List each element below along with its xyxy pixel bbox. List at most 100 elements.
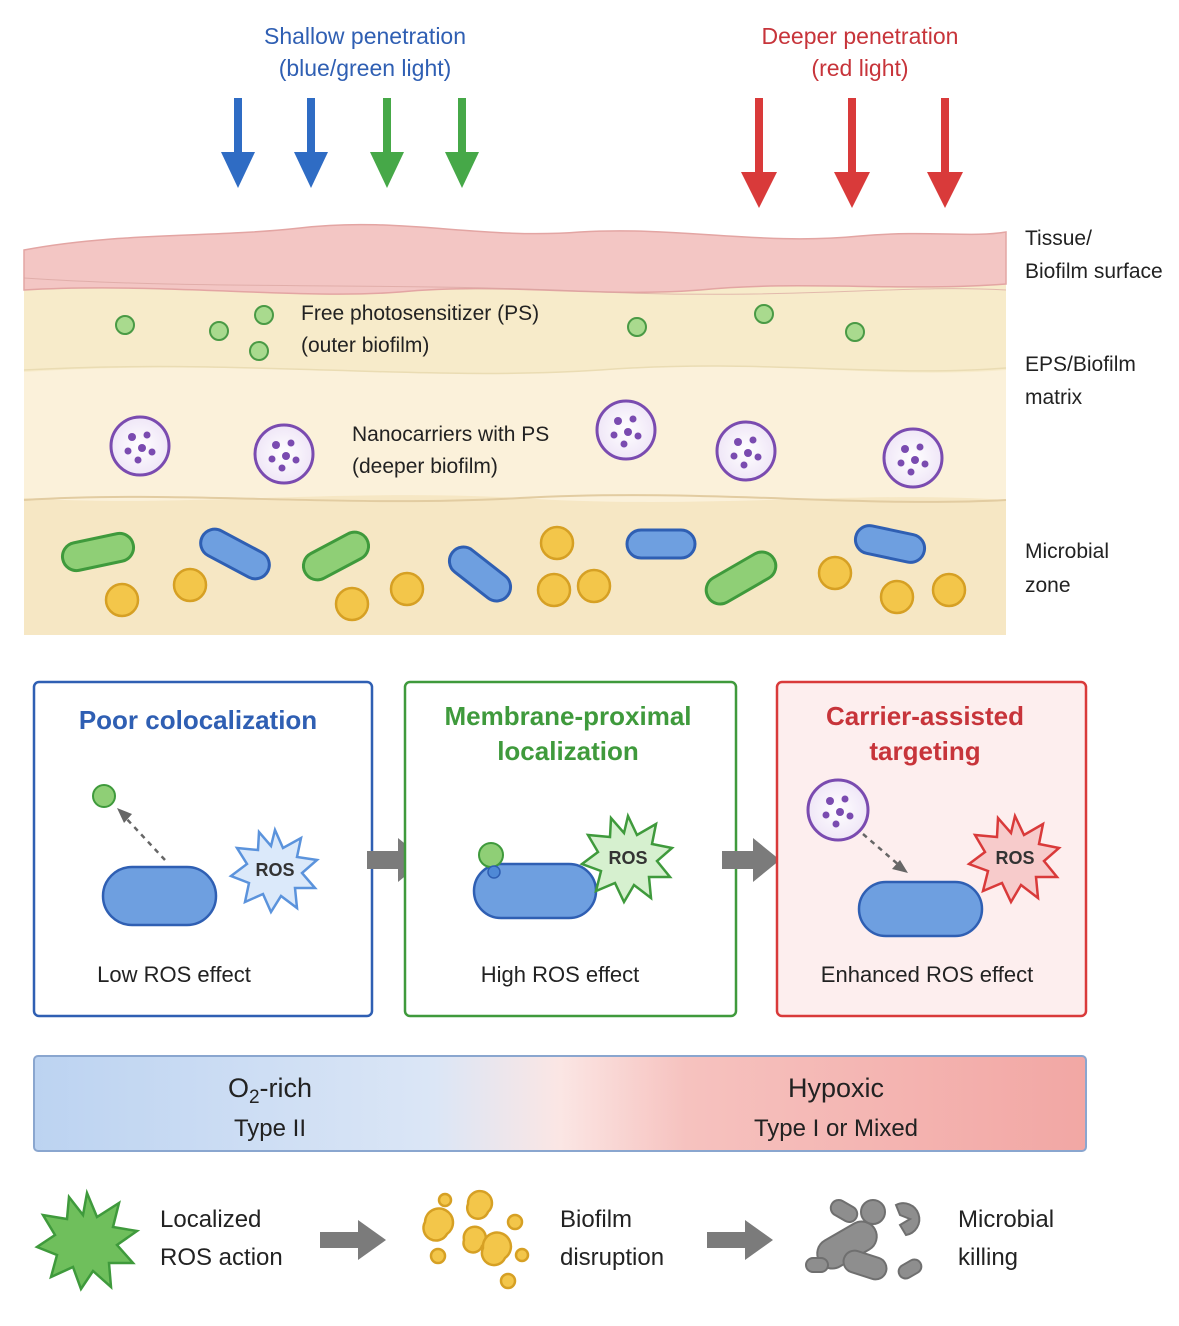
step3-label-line2: killing: [958, 1244, 1018, 1271]
microbe-group: [60, 524, 927, 606]
nanocarrier-label-line2: (deeper biofilm): [352, 455, 498, 478]
coccus-bacterium: [931, 572, 967, 608]
ros-burst-icon: ROS: [966, 812, 1062, 905]
cocci-group: [104, 525, 967, 622]
biofilm-fragments-icon: [422, 1189, 530, 1290]
step2-label-line1: Biofilm: [560, 1206, 632, 1233]
targeting-arrow: [862, 833, 901, 867]
panel-transition-arrow: [722, 838, 780, 882]
eps-label-line1: EPS/Biofilm: [1025, 353, 1136, 376]
panel-title: Poor colocalization: [79, 705, 317, 735]
panel-effect-label: Enhanced ROS effect: [821, 962, 1033, 987]
blue-light-arrow: [221, 98, 255, 188]
ros-starburst-icon: [34, 1188, 141, 1292]
hypoxic-label: Hypoxic: [788, 1073, 884, 1103]
coccus-bacterium: [536, 572, 572, 608]
green-rod-bacterium: [301, 530, 371, 582]
free-ps-dot: [254, 305, 274, 325]
deep-light-label: Deeper penetration (red light): [762, 23, 959, 81]
coccus-bacterium: [389, 571, 425, 607]
step1-label-line2: ROS action: [160, 1244, 283, 1271]
ros-burst-icon: ROS: [579, 812, 675, 905]
panel-poor-colocalization: Poor colocalization ROS Low ROS effect: [32, 680, 374, 1018]
ros-burst-icon: ROS: [228, 826, 320, 915]
panel-membrane-proximal: Membrane-proximal localization ROS High …: [403, 680, 738, 1018]
green-rod-bacterium: [60, 531, 136, 573]
shallow-label-line2: (blue/green light): [279, 55, 452, 81]
panel-carrier-assisted: Carrier-assisted targeting ROS Enhanced …: [775, 680, 1088, 1018]
nanocarrier-label-line1: Nanocarriers with PS: [352, 423, 549, 446]
panel-effect-label: Low ROS effect: [97, 962, 251, 987]
eps-label-line2: matrix: [1025, 386, 1083, 409]
coccus-bacterium: [817, 555, 853, 591]
nanocarrier: [715, 420, 777, 482]
step2-label-line2: disruption: [560, 1244, 664, 1271]
blue-rod-bacterium: [857, 880, 984, 938]
red-light-arrow: [834, 98, 870, 208]
green-light-arrow: [445, 98, 479, 188]
microbial-zone-layer: [24, 495, 1006, 635]
diffusion-arrow: [123, 815, 166, 861]
free-ps-dot: [845, 322, 865, 342]
green-rod-bacterium: [704, 550, 778, 606]
blue-rod-bacterium: [199, 527, 271, 581]
blue-rod-bacterium: [625, 528, 697, 560]
panel-effect-label: High ROS effect: [481, 962, 640, 987]
flow-arrow: [320, 1220, 386, 1260]
free-ps-dot: [754, 304, 774, 324]
nanocarrier: [253, 423, 315, 485]
panel-title-line2: localization: [497, 736, 639, 766]
shallow-light-label: Shallow penetration (blue/green light): [264, 23, 466, 81]
type-ii-label: Type II: [234, 1115, 306, 1142]
tissue-surface-layer: [23, 223, 1007, 295]
panel-title-line1: Membrane-proximal: [444, 701, 691, 731]
panel-title-line2: targeting: [869, 736, 980, 766]
shallow-label-line1: Shallow penetration: [264, 23, 466, 49]
free-ps-dot: [115, 315, 135, 335]
blue-rod-bacterium: [101, 865, 218, 927]
eps-outer-layer: [24, 275, 1006, 374]
step3-label-line1: Microbial: [958, 1206, 1054, 1233]
free-ps-label-line2: (outer biofilm): [301, 334, 429, 357]
coccus-bacterium: [879, 579, 915, 615]
tissue-label-line2: Biofilm surface: [1025, 260, 1163, 283]
nanocarrier: [595, 399, 657, 461]
coccus-bacterium: [104, 582, 140, 618]
bound-ps-dot: [478, 842, 504, 868]
blue-rod-bacterium: [447, 545, 513, 603]
nanocarrier: [806, 778, 870, 842]
coccus-bacterium: [576, 568, 612, 604]
ros-label: ROS: [608, 848, 647, 868]
free-ps-dot: [627, 317, 647, 337]
panel-title-line1: Carrier-assisted: [826, 701, 1024, 731]
nanocarrier: [882, 427, 944, 489]
o2-rich-label: O2-rich: [228, 1073, 312, 1108]
nanocarrier: [109, 415, 171, 477]
outcome-flow: Localized ROS action Biofilm disruption: [34, 1188, 1054, 1292]
deep-label-line2: (red light): [811, 55, 908, 81]
free-ps-dot: [249, 341, 269, 361]
microbial-label-line2: zone: [1025, 574, 1071, 597]
free-ps-label-line1: Free photosensitizer (PS): [301, 302, 539, 325]
red-light-arrow: [741, 98, 777, 208]
type-i-mixed-label: Type I or Mixed: [754, 1115, 918, 1142]
free-photosensitizer-group: [115, 304, 865, 361]
microbial-label-line1: Microbial: [1025, 540, 1109, 563]
free-ps-dot: [209, 321, 229, 341]
flow-arrow: [707, 1220, 773, 1260]
green-light-arrow: [370, 98, 404, 188]
red-light-arrow: [927, 98, 963, 208]
coccus-bacterium: [539, 525, 575, 561]
deep-label-line1: Deeper penetration: [762, 23, 959, 49]
tissue-label-line1: Tissue/: [1025, 227, 1092, 250]
oxygen-gradient-band: O2-rich Type II Hypoxic Type I or Mixed: [33, 1055, 1087, 1152]
blue-rod-bacterium: [853, 524, 927, 564]
ros-label: ROS: [995, 848, 1034, 868]
killed-microbes-icon: [805, 1199, 923, 1281]
free-ps-dot: [92, 784, 116, 808]
step1-label-line1: Localized: [160, 1206, 261, 1233]
blue-light-arrow: [294, 98, 328, 188]
coccus-bacterium: [172, 567, 208, 603]
coccus-bacterium: [334, 586, 370, 622]
